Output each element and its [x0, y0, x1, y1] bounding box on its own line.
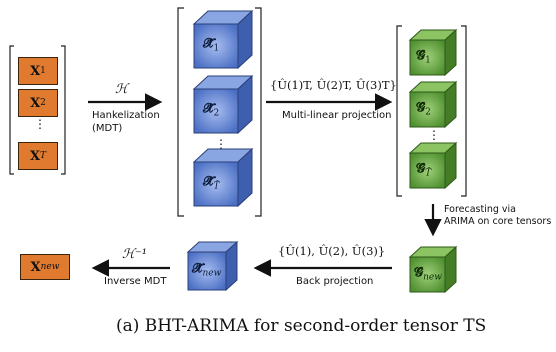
hankel-cube-1: [192, 9, 254, 70]
new-core-cube: [408, 245, 458, 294]
cube-sub: T̂: [425, 168, 432, 179]
cube-sub: new: [202, 268, 222, 279]
hankel-cube-3-label: 𝓧̂T̂: [203, 174, 220, 192]
input-bracket-right: [61, 45, 66, 175]
core-bracket-right: [461, 25, 467, 197]
core-cube-2-label: 𝓖̂2: [416, 100, 431, 118]
input-sub: T: [40, 151, 47, 161]
cube-symbol: 𝓧̂: [203, 36, 214, 51]
core-cube-3-label: 𝓖̂T̂: [416, 161, 431, 179]
cube-sub: 2: [213, 108, 220, 119]
output-symbol: X: [30, 259, 41, 275]
projection-label: Multi-linear projection: [282, 110, 392, 121]
core-cube-1: [408, 28, 458, 77]
forecast-label-1: Forecasting via: [444, 204, 516, 215]
inverse-symbol: ℋ⁻¹: [122, 247, 147, 262]
hankel-cube-3: [192, 147, 254, 208]
hankel-bracket-left: [177, 7, 184, 217]
cube-sub: 2: [425, 107, 431, 118]
input-symbol: X: [30, 95, 41, 111]
hankel-symbol: ℋ: [115, 82, 128, 97]
figure-caption: (a) BHT-ARIMA for second-order tensor TS: [116, 316, 487, 336]
forecast-label-2: ARIMA on core tensors: [444, 216, 552, 227]
cube-symbol: 𝓖̂: [414, 265, 424, 280]
cube-sub: T̂: [213, 181, 220, 192]
core-cube-3: [408, 141, 458, 190]
cube-sub: new: [423, 272, 442, 283]
hankel-label-1: Hankelization: [92, 110, 160, 121]
cube-symbol: 𝓖̂: [416, 48, 426, 63]
new-tensor-label: 𝓧̂new: [192, 261, 221, 279]
back-formula: {Û(1), Û(2), Û(3)}: [278, 244, 386, 258]
hankel-cube-1-label: 𝓧̂1: [203, 36, 219, 54]
hankel-ellipsis: ⋮: [215, 137, 227, 151]
input-ellipsis: ⋮: [34, 117, 46, 131]
cube-symbol: 𝓖̂: [416, 161, 426, 176]
cube-symbol: 𝓧̂: [192, 261, 203, 276]
core-cube-2: [408, 80, 458, 129]
back-label: Back projection: [296, 276, 374, 287]
hankel-cube-2: [192, 74, 254, 135]
new-tensor-cube: [186, 240, 239, 292]
cube-symbol: 𝓖̂: [416, 100, 426, 115]
input-symbol: X: [29, 148, 41, 164]
cube-symbol: 𝓧̂: [203, 174, 214, 189]
input-symbol: X: [30, 63, 41, 79]
cube-sub: 1: [425, 55, 431, 66]
output-sub: new: [40, 262, 60, 272]
projection-formula: {Û(1)T, Û(2)T, Û(3)T}: [270, 78, 397, 92]
core-ellipsis: ⋮: [428, 128, 440, 142]
new-core-label: 𝓖̂new: [414, 265, 442, 283]
inverse-label: Inverse MDT: [104, 276, 167, 287]
hankel-label-2: (MDT): [92, 123, 123, 134]
cube-symbol: 𝓧̂: [203, 101, 214, 116]
input-sub: 1: [40, 66, 46, 76]
hankel-cube-2-label: 𝓧̂2: [203, 101, 219, 119]
core-cube-1-label: 𝓖̂1: [416, 48, 431, 66]
input-bracket-left: [9, 45, 14, 175]
input-sub: 2: [40, 98, 46, 108]
core-bracket-left: [396, 25, 402, 197]
hankel-bracket-right: [255, 7, 262, 217]
cube-sub: 1: [213, 43, 220, 54]
